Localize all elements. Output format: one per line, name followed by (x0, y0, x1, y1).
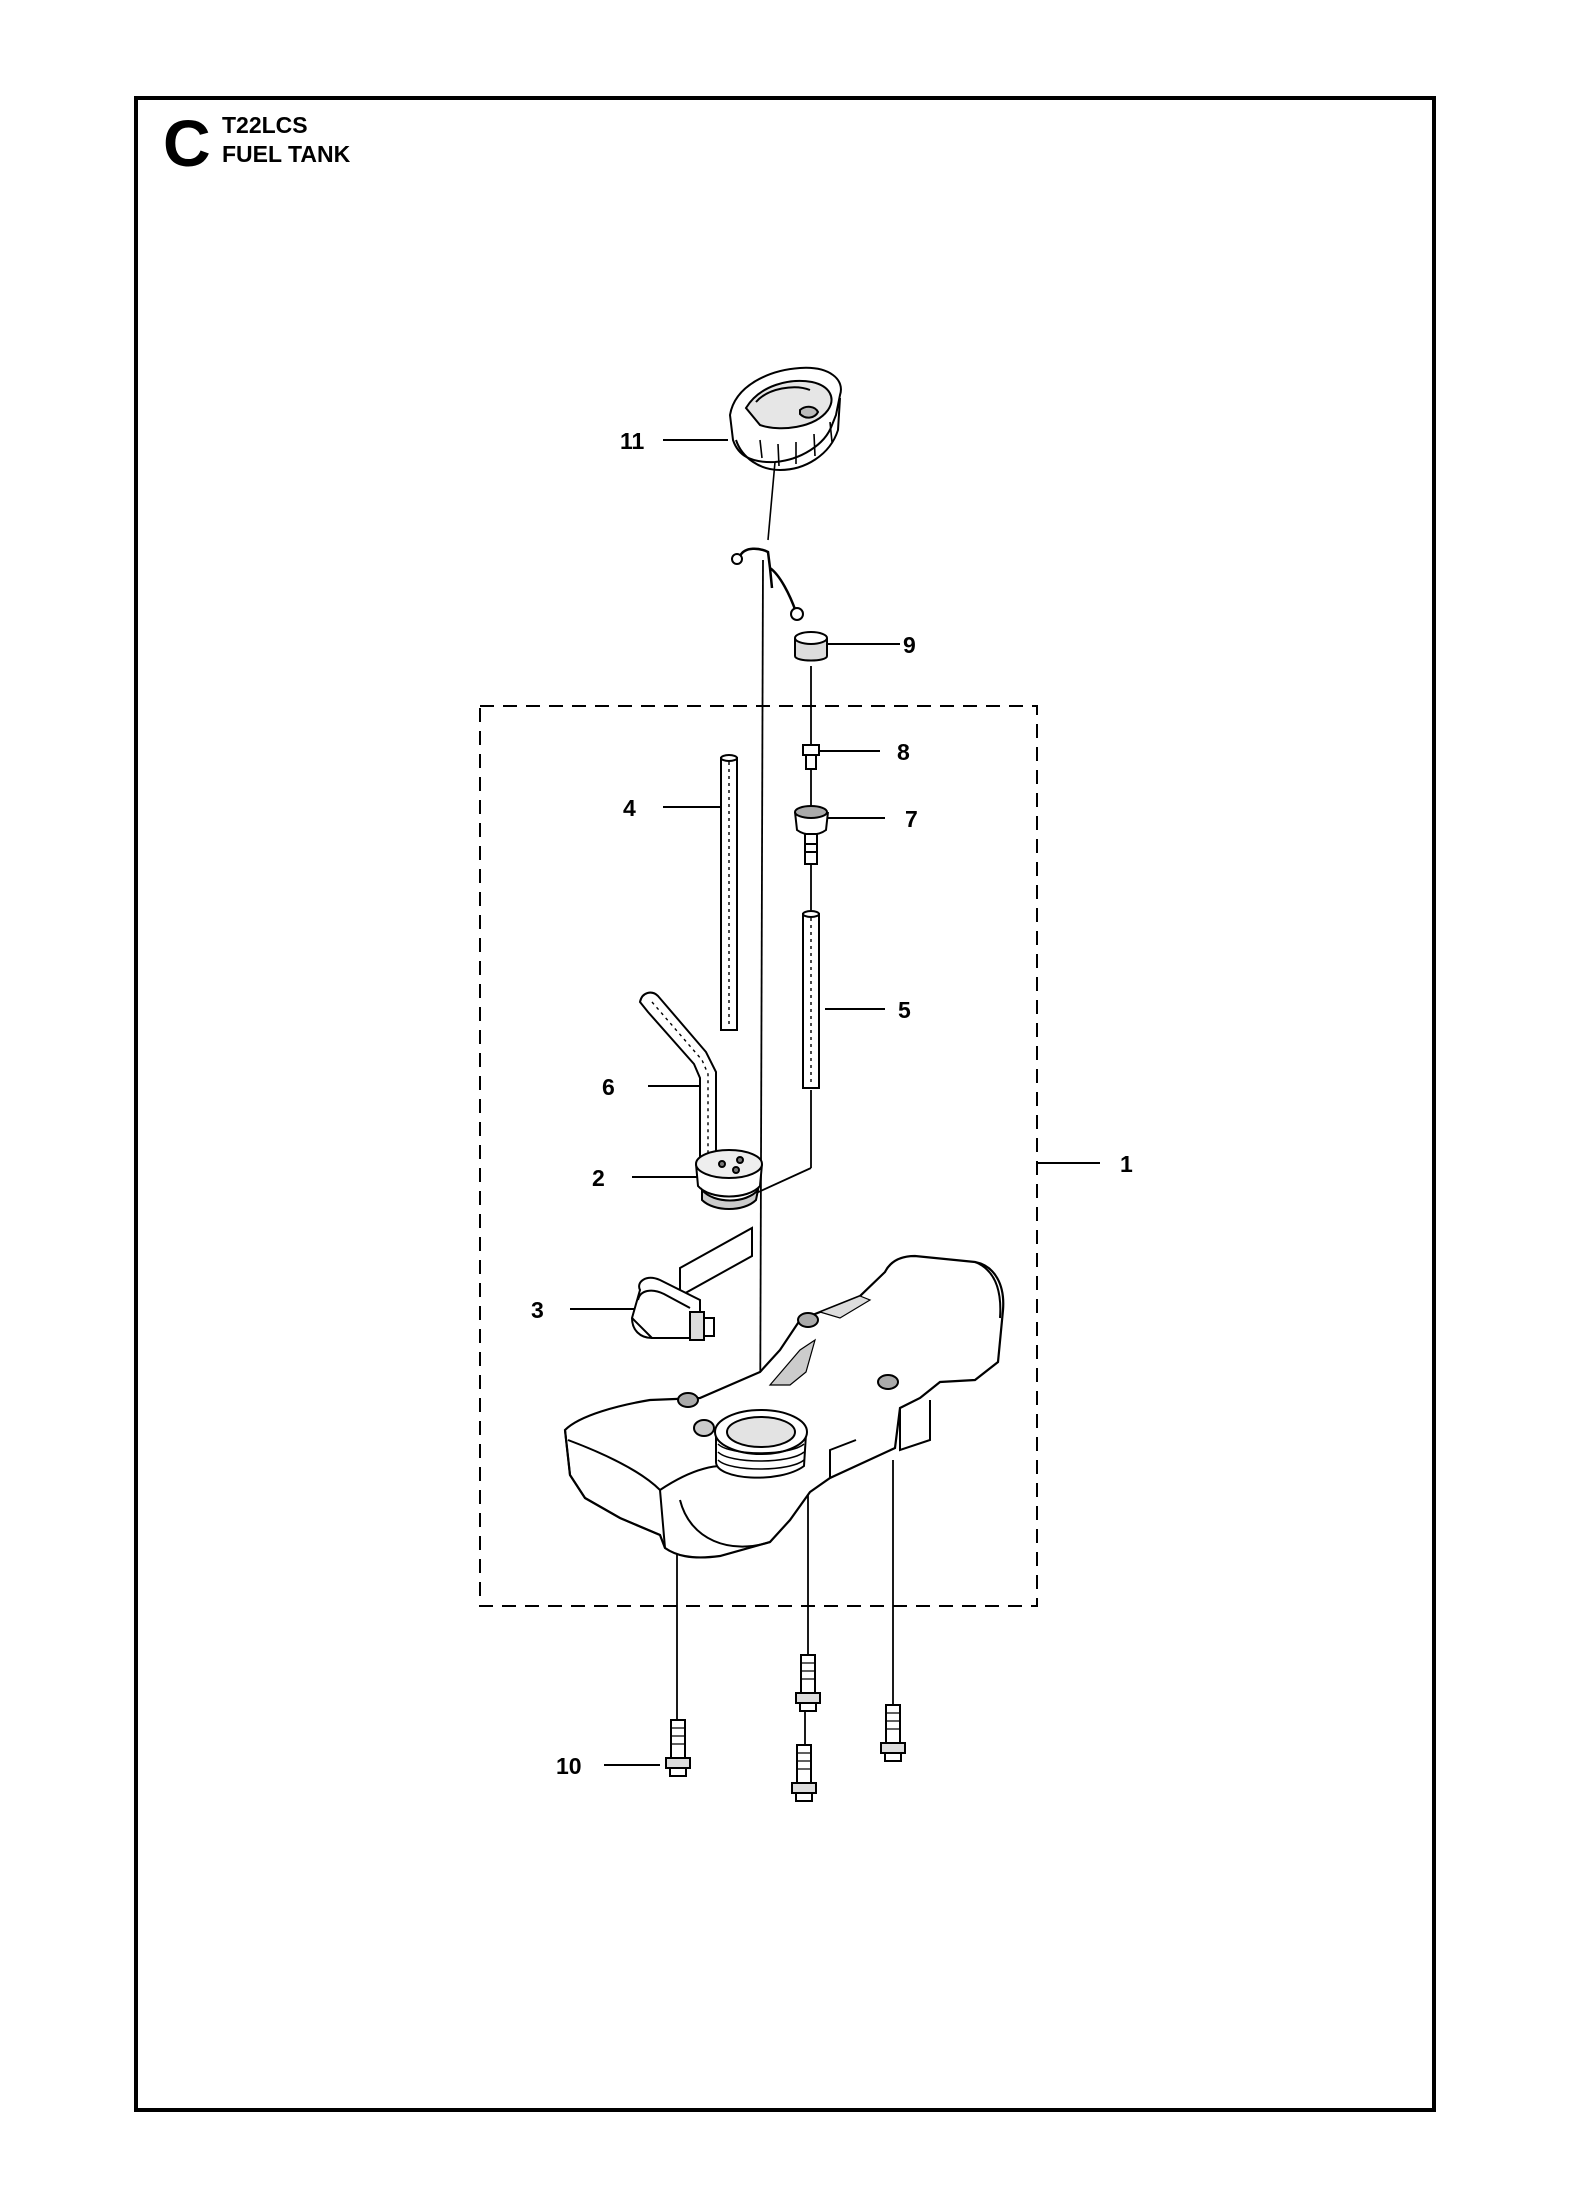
callout-6: 6 (602, 1074, 615, 1100)
callout-1: 1 (1120, 1151, 1133, 1177)
assembly-boundary (479, 705, 1038, 1607)
callout-11: 11 (620, 428, 645, 454)
model-number: T22LCS (222, 112, 308, 138)
valve-drawing (802, 744, 820, 770)
valve-body-drawing (794, 805, 829, 865)
fuel-hose-5-drawing (802, 910, 820, 1089)
section-letter: C (163, 106, 211, 180)
callout-7: 7 (905, 806, 918, 832)
page-frame (134, 96, 1436, 2112)
cap-drawing (794, 631, 828, 662)
grommet-drawing (695, 1149, 763, 1210)
return-hose-drawing (638, 991, 717, 1171)
screw-d (880, 1704, 906, 1762)
section-title: FUEL TANK (222, 141, 351, 167)
fuel-tank-drawing (563, 1254, 1005, 1559)
screw-c (791, 1744, 817, 1802)
callout-4: 4 (623, 795, 636, 821)
screw-a (665, 1719, 691, 1777)
fuel-cap-drawing (728, 366, 842, 621)
callout-8: 8 (897, 739, 910, 765)
callout-10: 10 (556, 1753, 582, 1779)
fuel-filter-drawing (630, 1226, 753, 1341)
callout-5: 5 (898, 997, 911, 1023)
fuel-hose-4-drawing (720, 754, 738, 1031)
leader-lines (570, 439, 1100, 1766)
callout-2: 2 (592, 1165, 605, 1191)
screws-drawing (665, 1654, 906, 1802)
callout-9: 9 (903, 632, 916, 658)
screw-b (795, 1654, 821, 1712)
callout-3: 3 (531, 1297, 544, 1323)
